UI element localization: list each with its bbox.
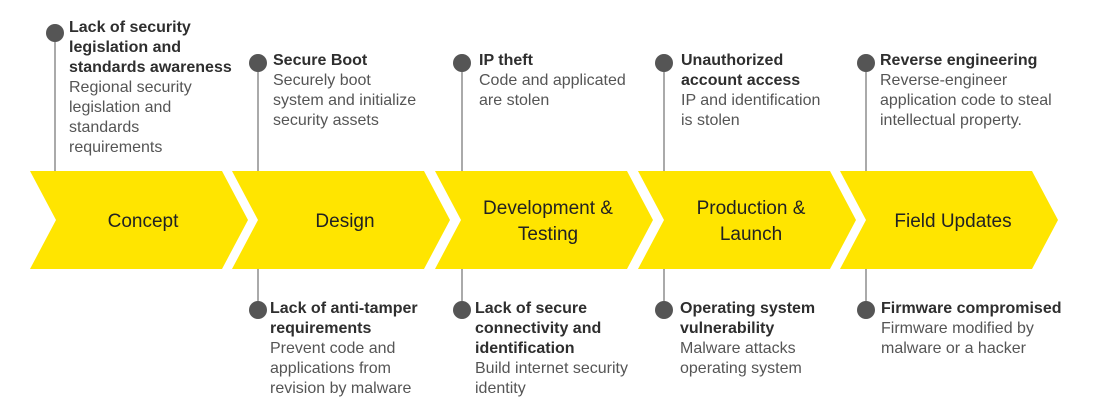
note-desc-line: Malware attacks [680,340,796,357]
note-desc-line: IP and identification [681,92,821,109]
note-desc-line: Code and applicated [479,72,626,89]
note-title-line: Reverse engineering [880,52,1038,69]
note-desc-line: Build internet security [475,360,628,377]
top-note-4: Unauthorized account access IP and identif… [681,51,820,131]
note-desc-line: security assets [273,112,379,129]
note-desc-line: identity [475,380,526,397]
note-title-line: standards awareness [69,59,232,76]
note-title-line: legislation and [69,39,182,56]
note-desc-line: are stolen [479,92,550,109]
note-title-line: Lack of secure [475,300,588,317]
stage-arrow-2 [232,171,450,269]
timeline-dot [655,54,673,72]
stage-label: Design [315,211,374,232]
stage-label: Development & [483,198,613,219]
stage-arrow-5 [840,171,1058,269]
stage-label: Launch [720,224,782,245]
note-desc-line: revision by malware [270,380,412,397]
note-title-line: account access [681,72,801,89]
note-desc-line: Regional security [69,79,192,96]
timeline-dot [453,54,471,72]
note-desc-line: intellectual property. [880,112,1022,129]
note-desc-line: standards [69,119,140,136]
timeline-dot [453,301,471,319]
note-title-line: connectivity and [475,320,602,337]
note-title-line: identification [475,340,575,357]
timeline-dot [249,54,267,72]
note-title-line: Lack of security [69,19,191,36]
timeline-dot [857,301,875,319]
stage-arrow-1 [30,171,248,269]
stage-label: Concept [108,211,179,232]
timeline-dot [249,301,267,319]
note-desc-line: Firmware modified by [881,320,1034,337]
note-title-line: requirements [270,320,372,337]
stage-label: Field Updates [894,211,1011,232]
note-desc-line: applications from [270,360,391,377]
note-desc-line: legislation and [69,99,172,116]
note-desc-line: is stolen [681,112,740,129]
top-note-1: Lack of security legislation and standards… [69,18,232,158]
note-title-line: Firmware compromised [881,300,1062,317]
timeline-dot [857,54,875,72]
note-title-line: Lack of anti-tamper [270,300,418,317]
note-title-line: IP theft [479,52,533,69]
note-desc-line: operating system [680,360,802,377]
note-title-line: Operating system [680,300,816,317]
note-desc-line: Reverse-engineer [880,72,1008,89]
note-desc-line: Securely boot [273,72,371,89]
timeline-dot [655,301,673,319]
stage-label: Production & [697,198,806,219]
stage-arrow-4 [638,171,856,269]
note-desc-line: application code to steal [880,92,1052,109]
note-title-line: Secure Boot [273,52,368,69]
bottom-note-2: Lack of secure connectivity and identifica… [475,299,628,399]
stage-label: Testing [518,224,578,245]
timeline-dot [46,24,64,42]
note-desc-line: system and initialize [273,92,417,109]
note-title-line: Unauthorized [681,52,784,69]
stage-arrow-3 [435,171,653,269]
note-title-line: vulnerability [680,320,775,337]
note-desc-line: Prevent code and [270,340,396,357]
note-desc-line: requirements [69,139,163,156]
note-desc-line: malware or a hacker [881,340,1026,357]
